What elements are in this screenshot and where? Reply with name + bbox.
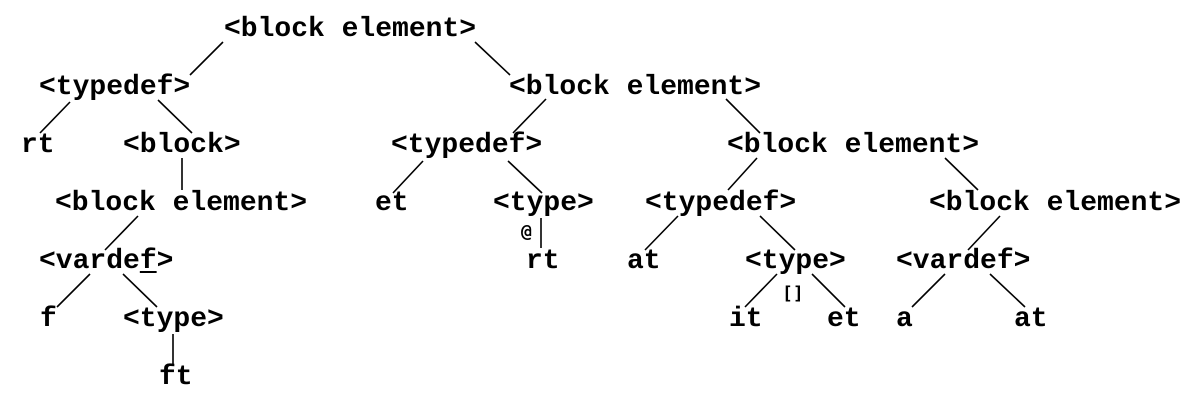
node-block-element: <block element> [55, 188, 308, 219]
node-block-element: <block element> [929, 188, 1182, 219]
node-block-element: <block element> [727, 130, 980, 161]
node-leaf-ft: ft [159, 362, 193, 393]
edge [189, 41, 224, 76]
edge [944, 157, 979, 191]
edge [727, 157, 758, 191]
node-leaf-a: a [896, 304, 913, 335]
node-type: <type> [123, 304, 224, 335]
node-block: <block> [123, 130, 241, 161]
node-leaf-et: et [827, 304, 861, 335]
edge [811, 273, 846, 308]
vardef-underlined-f: f [139, 246, 157, 277]
edge [474, 41, 511, 76]
node-block-element-root: <block element> [224, 14, 477, 45]
edge [512, 98, 547, 134]
node-leaf-rt: rt [526, 246, 560, 277]
edge [392, 160, 424, 194]
edge [122, 273, 158, 308]
edge [759, 215, 796, 251]
node-leaf-it: it [729, 304, 763, 335]
vardef-prefix: <varde [39, 246, 140, 277]
node-leaf-rt: rt [21, 130, 55, 161]
edge-label-at: @ [521, 221, 532, 242]
node-typedef: <typedef> [39, 72, 191, 103]
node-typedef: <typedef> [391, 130, 543, 161]
edge [911, 273, 946, 308]
edge [56, 273, 91, 308]
edge [989, 273, 1026, 308]
node-block-element: <block element> [509, 72, 762, 103]
node-leaf-et: et [375, 188, 409, 219]
node-vardef: <vardef> [896, 246, 1031, 277]
node-leaf-at: at [627, 246, 661, 277]
edge [725, 98, 761, 134]
node-vardef-underlined: <vardef> [39, 248, 173, 276]
edge [39, 101, 71, 134]
edge [644, 215, 679, 251]
node-leaf-at: at [1014, 304, 1048, 335]
edge [744, 273, 778, 308]
edge [967, 215, 1001, 251]
node-type: <type> [493, 188, 594, 219]
vardef-suffix: > [156, 246, 174, 277]
edge [507, 160, 543, 194]
edge-label-array: [] [782, 283, 804, 304]
node-leaf-f: f [40, 304, 57, 335]
edge [104, 215, 139, 251]
edge [157, 99, 193, 134]
node-type: <type> [745, 246, 846, 277]
node-typedef: <typedef> [645, 188, 797, 219]
